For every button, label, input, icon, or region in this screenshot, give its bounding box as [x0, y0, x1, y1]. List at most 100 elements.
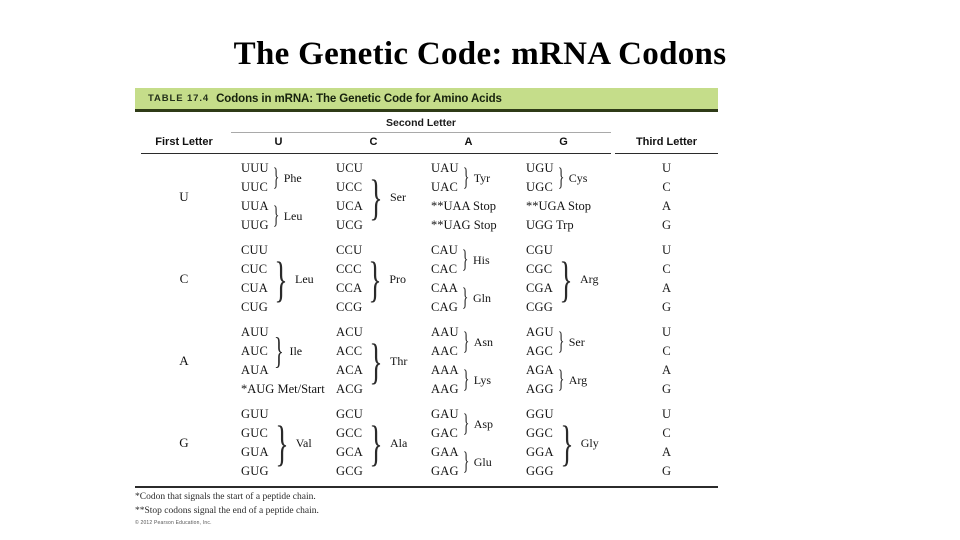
codon: GUC — [241, 426, 268, 440]
table-caption: Codons in mRNA: The Genetic Code for Ami… — [216, 92, 502, 105]
codon: AUA — [241, 363, 269, 377]
codon: UUA — [241, 199, 269, 213]
second-letter-column-g: G — [559, 136, 568, 148]
codon: UCG — [336, 218, 363, 232]
codon: UUC — [241, 180, 268, 194]
third-letter-value: G — [661, 464, 672, 478]
third-letter-value: A — [661, 363, 672, 377]
codon: CUG — [241, 300, 268, 314]
brace-icon: } — [369, 169, 383, 225]
codon: GAC — [431, 426, 458, 440]
brace-icon: } — [462, 410, 469, 437]
codon: ACU — [336, 325, 363, 339]
codon: AUC — [241, 344, 268, 358]
second-letter-rule — [231, 132, 611, 133]
brace-icon: } — [462, 366, 469, 393]
codon: CCU — [336, 243, 363, 257]
third-letter-value: A — [661, 199, 672, 213]
amino-acid-label: Ile — [289, 344, 303, 358]
brace-icon: } — [461, 246, 469, 273]
codon: CGA — [526, 281, 553, 295]
amino-acid-label: Arg — [580, 271, 599, 286]
amino-acid-label: Val — [295, 435, 312, 450]
header-rule-left — [141, 153, 611, 154]
amino-acid-label: Gly — [580, 435, 599, 450]
third-letter-value: C — [662, 426, 671, 440]
codon: UUU — [241, 161, 269, 175]
third-letter-value: G — [661, 218, 672, 232]
codon: GCA — [336, 445, 363, 459]
amino-acid-label: Leu — [295, 271, 314, 286]
brace-icon: } — [273, 331, 284, 372]
brace-icon: } — [462, 328, 469, 355]
codon: CUA — [241, 281, 268, 295]
codon-group: AAA AAG} Lys — [421, 361, 516, 399]
codon: AAG — [431, 382, 459, 396]
codon: AGA — [526, 363, 554, 377]
codon: UUG — [241, 218, 269, 232]
codon-entry: UGG Trp — [526, 218, 574, 232]
codon: AAU — [431, 325, 459, 339]
codon: AGU — [526, 325, 554, 339]
brace-icon: } — [557, 164, 564, 191]
codon-entry: **UAA Stop — [431, 199, 496, 213]
brace-icon: } — [560, 415, 574, 471]
codon-entry: **UAG Stop — [431, 218, 497, 232]
codon: GUA — [241, 445, 269, 459]
codon: GUU — [241, 407, 269, 421]
brace-icon: } — [461, 284, 469, 311]
amino-acid-label: Pro — [389, 271, 406, 286]
table-bottom-rule — [135, 486, 718, 488]
third-letter-value: G — [661, 382, 672, 396]
brace-icon: } — [557, 328, 564, 355]
brace-icon: } — [274, 251, 288, 307]
codon: GAA — [431, 445, 459, 459]
amino-acid-label: Phe — [283, 170, 302, 185]
brace-icon: } — [462, 164, 469, 191]
amino-acid-label: Lys — [473, 372, 492, 387]
second-letter-column-a: A — [464, 136, 473, 148]
first-letter-value: G — [179, 435, 189, 450]
codon: GCG — [336, 464, 363, 478]
third-letter-value: U — [661, 325, 672, 339]
brace-icon: } — [369, 333, 383, 389]
codon: AGC — [526, 344, 553, 358]
codon: GGU — [526, 407, 554, 421]
codon: GGA — [526, 445, 554, 459]
footnotes: *Codon that signals the start of a pepti… — [135, 490, 635, 526]
codon: ACC — [336, 344, 363, 358]
codon: UAU — [431, 161, 459, 175]
codon: AAA — [431, 363, 459, 377]
brace-icon: } — [559, 251, 573, 307]
codon: CAC — [431, 262, 458, 276]
codon: UCU — [336, 161, 363, 175]
brace-icon: } — [368, 251, 382, 307]
codon: CAG — [431, 300, 458, 314]
third-letter-header: Third Letter — [635, 136, 698, 148]
